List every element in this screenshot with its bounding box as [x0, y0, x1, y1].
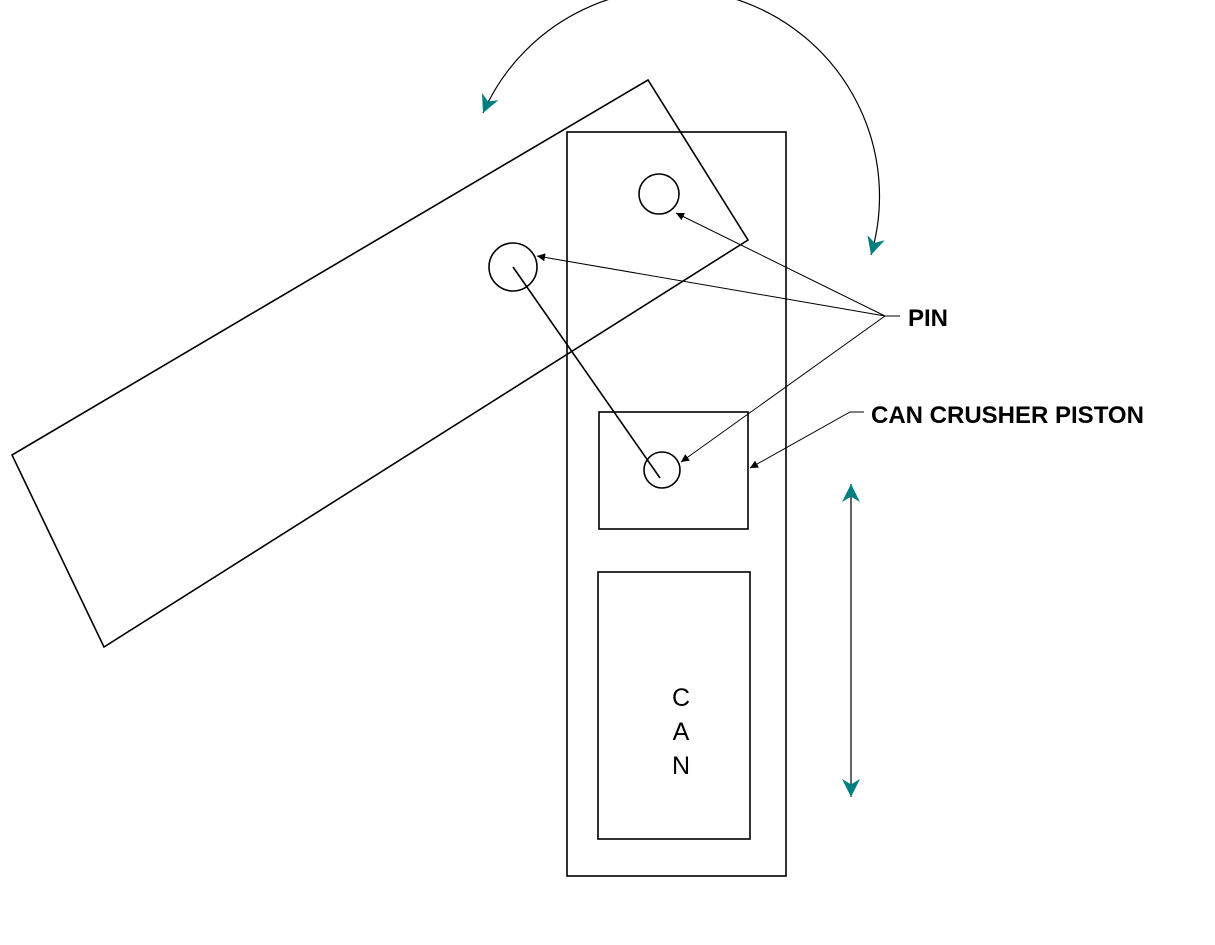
pin-label: PIN	[908, 305, 948, 332]
piston-label: CAN CRUSHER PISTON	[871, 402, 1144, 429]
can-letter: C	[672, 684, 690, 712]
can-letter: A	[673, 718, 690, 746]
pin-leader-top	[675, 212, 886, 317]
piston-leader	[749, 411, 864, 469]
rotation-arrow	[482, 0, 885, 256]
pin-piston	[643, 451, 681, 489]
pin-top	[638, 173, 680, 215]
pin-leader-lever	[536, 253, 886, 317]
pin-leader-piston	[680, 315, 886, 463]
can	[597, 571, 751, 840]
piston	[598, 411, 749, 530]
can-letter: N	[672, 752, 690, 780]
connecting-link	[512, 266, 661, 479]
lever-arm	[10, 78, 750, 649]
